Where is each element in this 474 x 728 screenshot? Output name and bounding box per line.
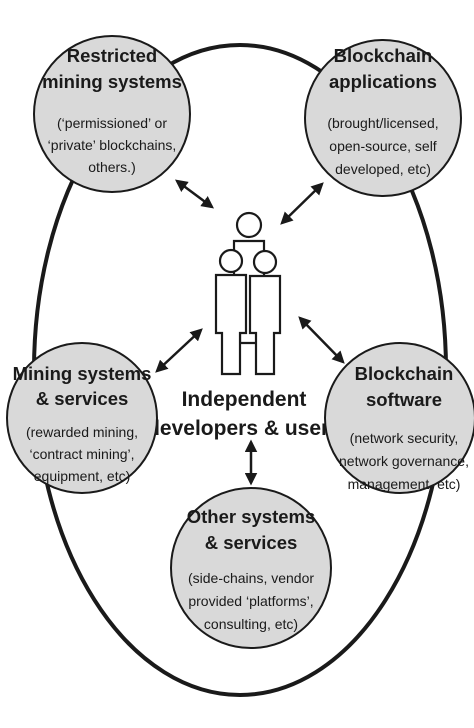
node-description: provided ‘platforms’, — [188, 593, 313, 609]
node-title: & services — [205, 532, 298, 553]
node-description: developed, etc) — [335, 161, 431, 177]
node-title: Blockchain — [334, 45, 433, 66]
node-title: Restricted — [67, 45, 157, 66]
arrow-blockchain-applications — [280, 182, 324, 225]
node-description: others.) — [88, 159, 135, 175]
center-label-line2: developers & users — [147, 417, 341, 440]
node-title: applications — [329, 71, 437, 92]
node-title: Blockchain — [355, 363, 454, 384]
node-description: ‘private’ blockchains, — [48, 137, 177, 153]
node-blockchain-applications: Blockchain applications (brought/license… — [304, 39, 462, 197]
node-mining-services: Mining systems & services (rewarded mini… — [6, 342, 158, 494]
node-title: software — [366, 389, 442, 410]
node-title: & services — [36, 388, 129, 409]
node-description: consulting, etc) — [204, 616, 298, 632]
arrow-mining-services — [155, 328, 203, 373]
node-title: Other systems — [187, 506, 316, 527]
node-restricted-mining: Restricted mining systems (‘permissioned… — [33, 35, 191, 193]
center-label-line1: Independent — [182, 388, 307, 411]
node-description: equipment, etc) — [34, 468, 131, 484]
node-description: (‘permissioned’ or — [57, 115, 167, 131]
node-title: Mining systems — [13, 363, 152, 384]
node-description: network governance, — [339, 453, 469, 469]
node-description: (brought/licensed, — [327, 115, 438, 131]
arrow-blockchain-software — [298, 316, 345, 364]
node-description: (rewarded mining, — [26, 424, 138, 440]
node-blockchain-software: Blockchain software (network security, n… — [324, 342, 474, 494]
node-description: ‘contract mining’, — [29, 446, 134, 462]
people-icon — [214, 211, 282, 376]
node-description: management, etc) — [348, 476, 461, 492]
node-description: (network security, — [350, 430, 459, 446]
node-description: open-source, self — [329, 138, 437, 154]
node-title: mining systems — [42, 71, 182, 92]
arrow-restricted-mining — [174, 179, 215, 209]
node-other-systems: Other systems & services (side-chains, v… — [170, 487, 332, 649]
node-description: (side-chains, vendor — [188, 570, 314, 586]
